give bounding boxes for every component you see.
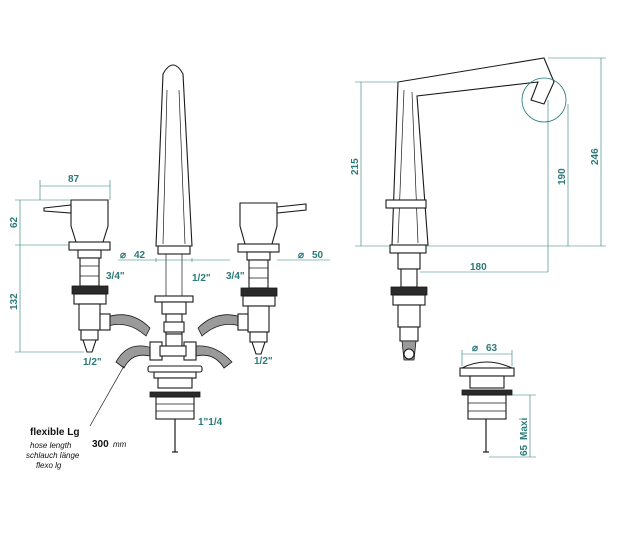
thread-left-top: 3/4" [106, 271, 125, 282]
hose-note-line3: flexo lg [36, 461, 62, 470]
hose-connectors [99, 313, 249, 369]
dim-190: 190 [557, 168, 568, 185]
dim-62: 62 [9, 216, 20, 228]
dim-dia-42: 42 [134, 250, 146, 261]
spout [154, 64, 194, 355]
waste-thread: 1"1/4 [198, 417, 223, 428]
thread-right-top: 3/4" [226, 271, 245, 282]
side-dimensions [355, 57, 606, 273]
hose-note-title: flexible Lg [30, 427, 79, 438]
hose-length-unit: mm [113, 440, 127, 449]
side-spout [385, 57, 555, 361]
dim-180: 180 [470, 262, 487, 273]
dim-246: 246 [590, 148, 601, 165]
side-view: 215 190 246 180 [350, 57, 606, 361]
hose-note-line1: hose length [30, 441, 72, 450]
dim-65: 65 [519, 444, 530, 456]
diameter-symbol-63: ⌀ [472, 343, 478, 354]
diameter-symbol-50: ⌀ [298, 250, 304, 261]
hose-note: flexible Lg hose length schlauch länge f… [26, 427, 127, 470]
front-waste [147, 365, 203, 453]
thread-center: 1/2" [192, 273, 211, 284]
thread-right-bottom: 1/2" [254, 356, 273, 367]
front-dim-labels: 87 62 132 ⌀ 42 ⌀ 50 3/4" 1/2" 1/2" 3/4" … [9, 174, 324, 428]
dim-132: 132 [9, 293, 20, 310]
diameter-symbol-42: ⌀ [120, 250, 126, 261]
left-handle [43, 199, 111, 353]
thread-left-bottom: 1/2" [83, 357, 102, 368]
hose-note-line2: schlauch länge [26, 451, 80, 460]
dim-215: 215 [350, 158, 361, 175]
dim-87: 87 [68, 174, 80, 185]
dim-dia-50: 50 [312, 250, 324, 261]
side-dim-labels: 215 190 246 180 [350, 148, 601, 273]
front-view: 87 62 132 ⌀ 42 ⌀ 50 3/4" 1/2" 1/2" 3/4" … [9, 64, 330, 470]
waste-view: ⌀ 63 65 Maxi [459, 343, 536, 458]
hose-length-value: 300 [92, 439, 109, 450]
right-handle [237, 202, 307, 355]
dim-dia-63: 63 [486, 343, 498, 354]
dim-maxi: Maxi [519, 418, 530, 440]
hose-leader-line [89, 365, 125, 427]
spout-detail-circle [521, 77, 567, 123]
front-dimensions [15, 180, 330, 353]
